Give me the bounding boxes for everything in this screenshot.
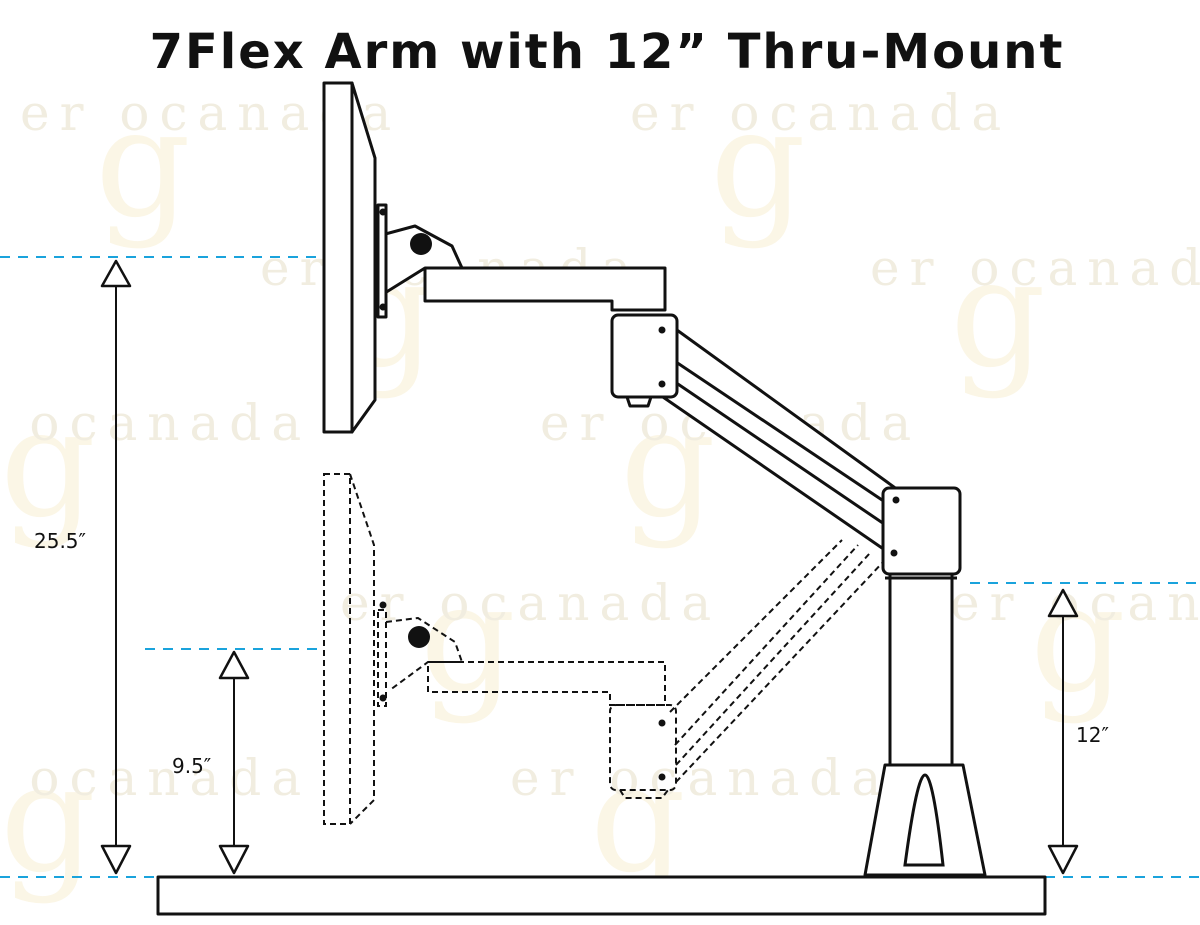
watermark-letter: g [710,77,806,251]
screw [379,601,387,609]
lowered-position [323,473,886,825]
lowered-arm-line [675,559,886,783]
mount-height-label: 12″ [1076,723,1109,747]
upper-arm-edge [671,378,894,532]
raised-monitor [322,81,464,434]
watermark-text: er ocanada [870,239,1200,297]
lowered-arm-line [674,544,859,746]
watermark-letter: g [950,227,1046,401]
dimension-mount [1047,588,1079,875]
screw [658,773,666,781]
screw [658,326,666,334]
pivot-knob [410,233,432,255]
min-height-label: 9.5″ [172,754,211,778]
thru-mount [863,568,987,877]
screw [658,380,666,388]
watermark-text: er ocanada [950,574,1200,632]
desk-surface [156,875,1047,916]
arrow-up [218,650,250,680]
dimension-max [100,259,132,875]
screw [379,303,387,311]
screw [379,694,387,702]
watermark-letter: g [0,377,96,551]
shoulder-joint [881,486,962,576]
lowered-monitor-back [349,473,375,825]
watermark-text: er ocanada [630,84,1011,142]
arrow-down [218,844,250,875]
max-height-label: 25.5″ [34,529,86,553]
dimension-min [218,650,250,875]
lowered-elbow-cap [619,789,669,799]
lowered-arm-line [669,539,843,713]
reference-guides [0,256,1200,878]
lowered-arm-line [675,552,871,766]
arrow-down [1047,844,1079,875]
lowered-vesa-plate [377,609,387,707]
base-cutout [903,773,945,867]
lowered-forearm [427,661,666,706]
upper-arm-edge [675,360,901,514]
upper-arm [658,323,962,576]
elbow-joint [610,313,679,399]
watermark-text: er ocanada [340,574,721,632]
lowered-elbow-joint [609,704,677,791]
arrow-down [100,844,132,875]
monitor-screen [322,81,354,434]
elbow [610,313,679,408]
mount-pole [888,568,954,767]
watermark-letter: g [1030,552,1126,726]
lowered-pivot-knob [408,626,430,648]
diagram-title: 7Flex Arm with 12” Thru-Mount [150,24,1065,80]
screw [658,719,666,727]
screw [379,208,387,216]
lowered-monitor-screen [323,473,351,825]
watermark-text: er ocanada [510,749,891,807]
vesa-plate [376,203,388,319]
watermark-text: er ocanada [0,749,311,807]
mount-base [863,763,987,877]
watermark: g er ocanada g er ocanada g er ocanada g… [0,77,1200,906]
screw [890,549,898,557]
watermark-letter: g [420,552,516,726]
forearm [423,266,667,312]
watermark-text: er ocanada [0,394,311,452]
arrow-up [100,259,132,288]
screw [892,496,900,504]
arrow-up [1047,588,1079,618]
watermark-letter: g [95,77,191,251]
